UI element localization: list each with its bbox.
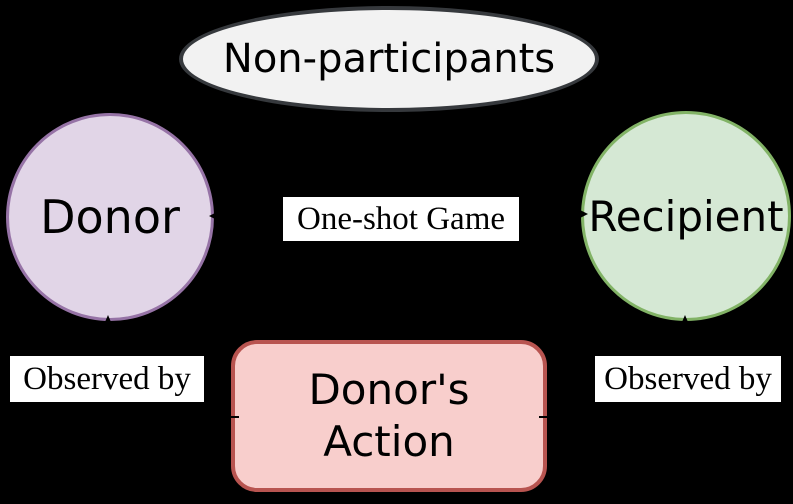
observed-by-left-label: Observed by [10,356,204,402]
nonparticipants-label: Non-participants [222,36,556,82]
one-shot-game-label: One-shot Game [283,197,519,241]
one-shot-game-text: One-shot Game [296,200,506,237]
recipient-label: Recipient [588,191,784,241]
observed-by-right-label: Observed by [595,356,781,402]
recipient-circle: Recipient [581,111,791,321]
nonparticipants-ellipse: Non-participants [179,6,599,112]
donor-circle: Donor [6,113,214,321]
donors-action-label: Donor's Action [308,364,470,467]
donor-label: Donor [40,190,180,244]
observed-by-right-text: Observed by [604,360,772,397]
observed-by-left-text: Observed by [23,360,191,397]
donors-action-box: Donor's Action [231,340,547,492]
